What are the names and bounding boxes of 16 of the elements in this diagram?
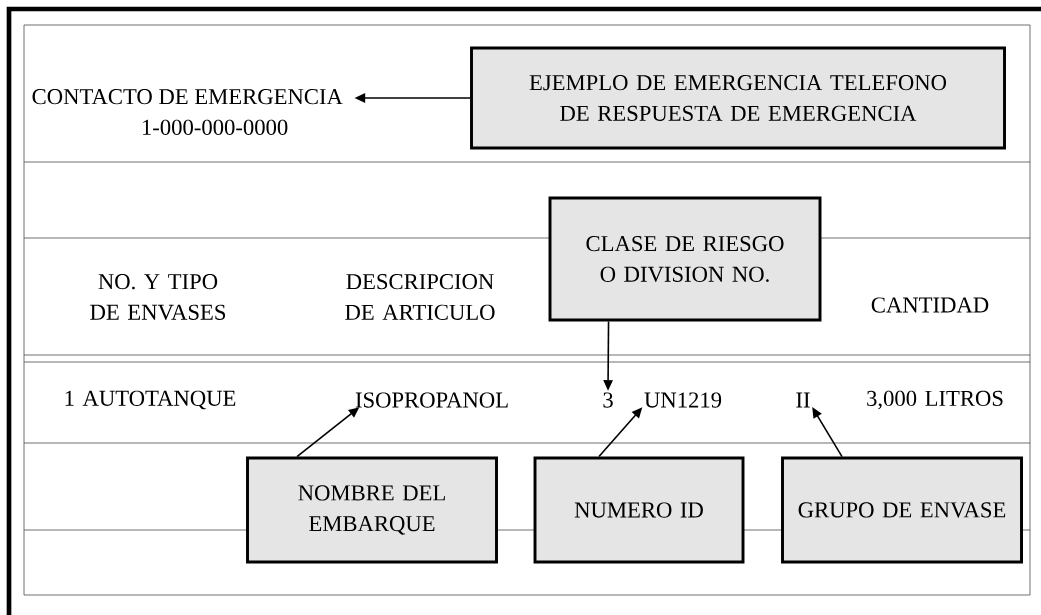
column-label: DESCRIPCION DE ARTICULO [345, 274, 495, 320]
table-text: ISOPROPANOL [355, 392, 508, 408]
label-box: NOMBRE DEL EMBARQUE [246, 456, 498, 564]
table-text: UN1219 [644, 392, 722, 408]
label-box: NUMERO ID [533, 456, 745, 564]
label-box: EJEMPLO DE EMERGENCIA TELEFONO DE RESPUESTA DE EMERGENCIA [470, 46, 1006, 150]
contact-text: CONTACTO DE EMERGENCIA 1-000-000-0000 [32, 89, 343, 135]
column-label: 3,000 LITROS [867, 390, 1003, 410]
table-text: 3 [603, 392, 613, 408]
column-label: CANTIDAD [871, 297, 989, 313]
arrow [812, 407, 843, 458]
column-label: 1 AUTOTANQUE [65, 390, 236, 410]
table-text: II [796, 392, 810, 408]
label-box: CLASE DE RIESGO O DIVISION NO. [548, 196, 822, 322]
column-label: NO. Y TIPO DE ENVASES [90, 274, 226, 320]
label-box: GRUPO DE ENVASE [781, 456, 1023, 564]
